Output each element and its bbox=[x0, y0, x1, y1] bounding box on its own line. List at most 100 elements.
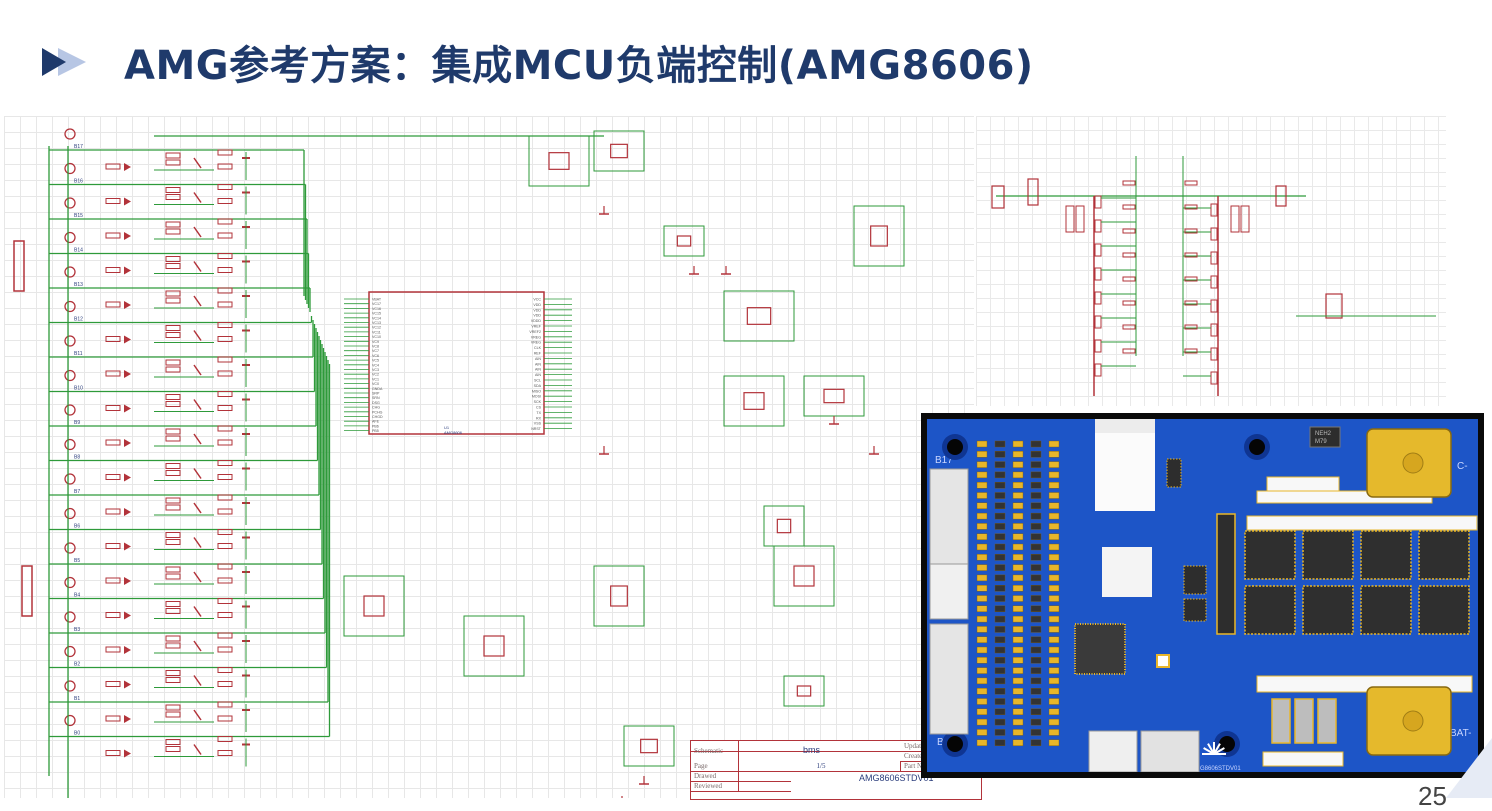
mcu-pin-label: AIN bbox=[535, 368, 541, 372]
smd-component bbox=[976, 584, 988, 592]
resistor bbox=[105, 577, 121, 584]
smd-component bbox=[1030, 739, 1042, 746]
mcu-pin-label: GNDA bbox=[372, 387, 383, 391]
resistor bbox=[165, 221, 181, 228]
resistor bbox=[217, 232, 233, 239]
resistor bbox=[217, 336, 233, 342]
smd-component bbox=[976, 523, 988, 530]
cell-label: B13 bbox=[74, 282, 83, 288]
resistor bbox=[1184, 228, 1198, 234]
mosfet bbox=[1094, 267, 1102, 281]
smd-component bbox=[994, 708, 1006, 715]
resistor bbox=[217, 370, 233, 377]
mcu-pin-label: VC17 bbox=[372, 302, 381, 306]
smd-component bbox=[976, 512, 988, 520]
title-block-row: Drawed bbox=[691, 771, 791, 782]
led bbox=[124, 301, 131, 309]
led bbox=[124, 370, 131, 378]
smd-component bbox=[994, 667, 1006, 674]
ic-symbol bbox=[610, 585, 628, 607]
mounting-hole bbox=[947, 439, 963, 455]
resistor bbox=[217, 425, 233, 432]
resistor bbox=[217, 267, 233, 273]
smd-component bbox=[976, 667, 988, 674]
cell-label: B6 bbox=[74, 524, 80, 530]
smd-component bbox=[994, 451, 1006, 458]
resistor bbox=[1122, 180, 1136, 186]
power-mosfet bbox=[1418, 530, 1470, 580]
resistor bbox=[165, 739, 181, 745]
smd-component bbox=[994, 502, 1006, 510]
resistor bbox=[165, 539, 181, 545]
smd-component bbox=[1030, 698, 1042, 705]
cell-label: B17 bbox=[74, 144, 83, 150]
smd-component bbox=[976, 482, 988, 489]
transistor bbox=[193, 640, 202, 652]
logo-petal bbox=[1203, 747, 1215, 755]
smd-component bbox=[1048, 512, 1060, 520]
mosfet bbox=[1210, 371, 1218, 385]
smd-component bbox=[1048, 657, 1060, 664]
mosfet bbox=[1210, 347, 1218, 361]
transformer bbox=[1102, 547, 1152, 597]
ic-symbol bbox=[640, 738, 658, 754]
smd-component bbox=[1048, 708, 1060, 715]
power-mosfet bbox=[1244, 530, 1296, 580]
smd-component bbox=[976, 471, 988, 479]
circuit-wire-block bbox=[528, 135, 590, 187]
resistor bbox=[165, 366, 181, 373]
mcu-pin-label: CLK bbox=[534, 346, 542, 350]
mcu-pin-label: SCL bbox=[534, 379, 541, 383]
transistor bbox=[193, 399, 202, 410]
mcu-pin-label: CHG bbox=[372, 406, 380, 410]
mosfet bbox=[1094, 363, 1102, 377]
led bbox=[124, 335, 131, 344]
resistor bbox=[217, 439, 233, 446]
resistor bbox=[217, 701, 233, 708]
smd-component bbox=[994, 564, 1006, 571]
smd-component bbox=[1048, 688, 1060, 695]
cell-label: B5 bbox=[74, 558, 80, 564]
resistor bbox=[105, 370, 121, 377]
smd-component bbox=[1030, 554, 1042, 561]
mosfet bbox=[1210, 323, 1218, 337]
transistor bbox=[193, 433, 202, 445]
ic-symbol bbox=[483, 635, 505, 657]
mounting-hole bbox=[1249, 439, 1265, 455]
mcu-pin-label: TX bbox=[536, 411, 541, 415]
smd-component bbox=[1012, 677, 1024, 685]
resistor bbox=[1184, 180, 1198, 186]
mcu-pin-label: VC15 bbox=[372, 312, 381, 316]
smd-component bbox=[994, 461, 1006, 468]
circuit-wire-block bbox=[343, 575, 405, 637]
smd-component bbox=[976, 677, 988, 685]
smd-component bbox=[1048, 605, 1060, 613]
resistor bbox=[165, 325, 181, 331]
resistor bbox=[217, 750, 233, 756]
smd-component bbox=[1012, 595, 1024, 602]
circuit-wire-block bbox=[663, 225, 705, 257]
smd-component bbox=[1012, 667, 1024, 674]
resistor bbox=[217, 563, 233, 570]
smd-component bbox=[994, 729, 1006, 736]
slide-title: AMG参考方案：集成MCU负端控制(AMG8606) bbox=[124, 43, 1034, 89]
mcu-pin-label: VDD bbox=[533, 308, 541, 312]
mcu-chip bbox=[1074, 623, 1126, 675]
connector bbox=[991, 185, 1005, 209]
test-point bbox=[64, 162, 76, 175]
smd-component bbox=[1048, 543, 1060, 551]
ic-symbol bbox=[1325, 293, 1343, 319]
transistor bbox=[193, 502, 202, 514]
mcu-pin-label: VREF2 bbox=[529, 330, 541, 334]
mosfet bbox=[1094, 315, 1102, 329]
mcu-pin-label: VC0 bbox=[372, 382, 379, 386]
mcu-pin-label: VC16 bbox=[372, 307, 381, 311]
resistor bbox=[105, 301, 121, 308]
resistor bbox=[217, 460, 233, 466]
ic-symbol bbox=[870, 225, 888, 247]
smd-component bbox=[994, 626, 1006, 633]
transistor bbox=[193, 226, 202, 238]
smd-component bbox=[976, 543, 988, 551]
smd-component bbox=[1030, 471, 1042, 479]
